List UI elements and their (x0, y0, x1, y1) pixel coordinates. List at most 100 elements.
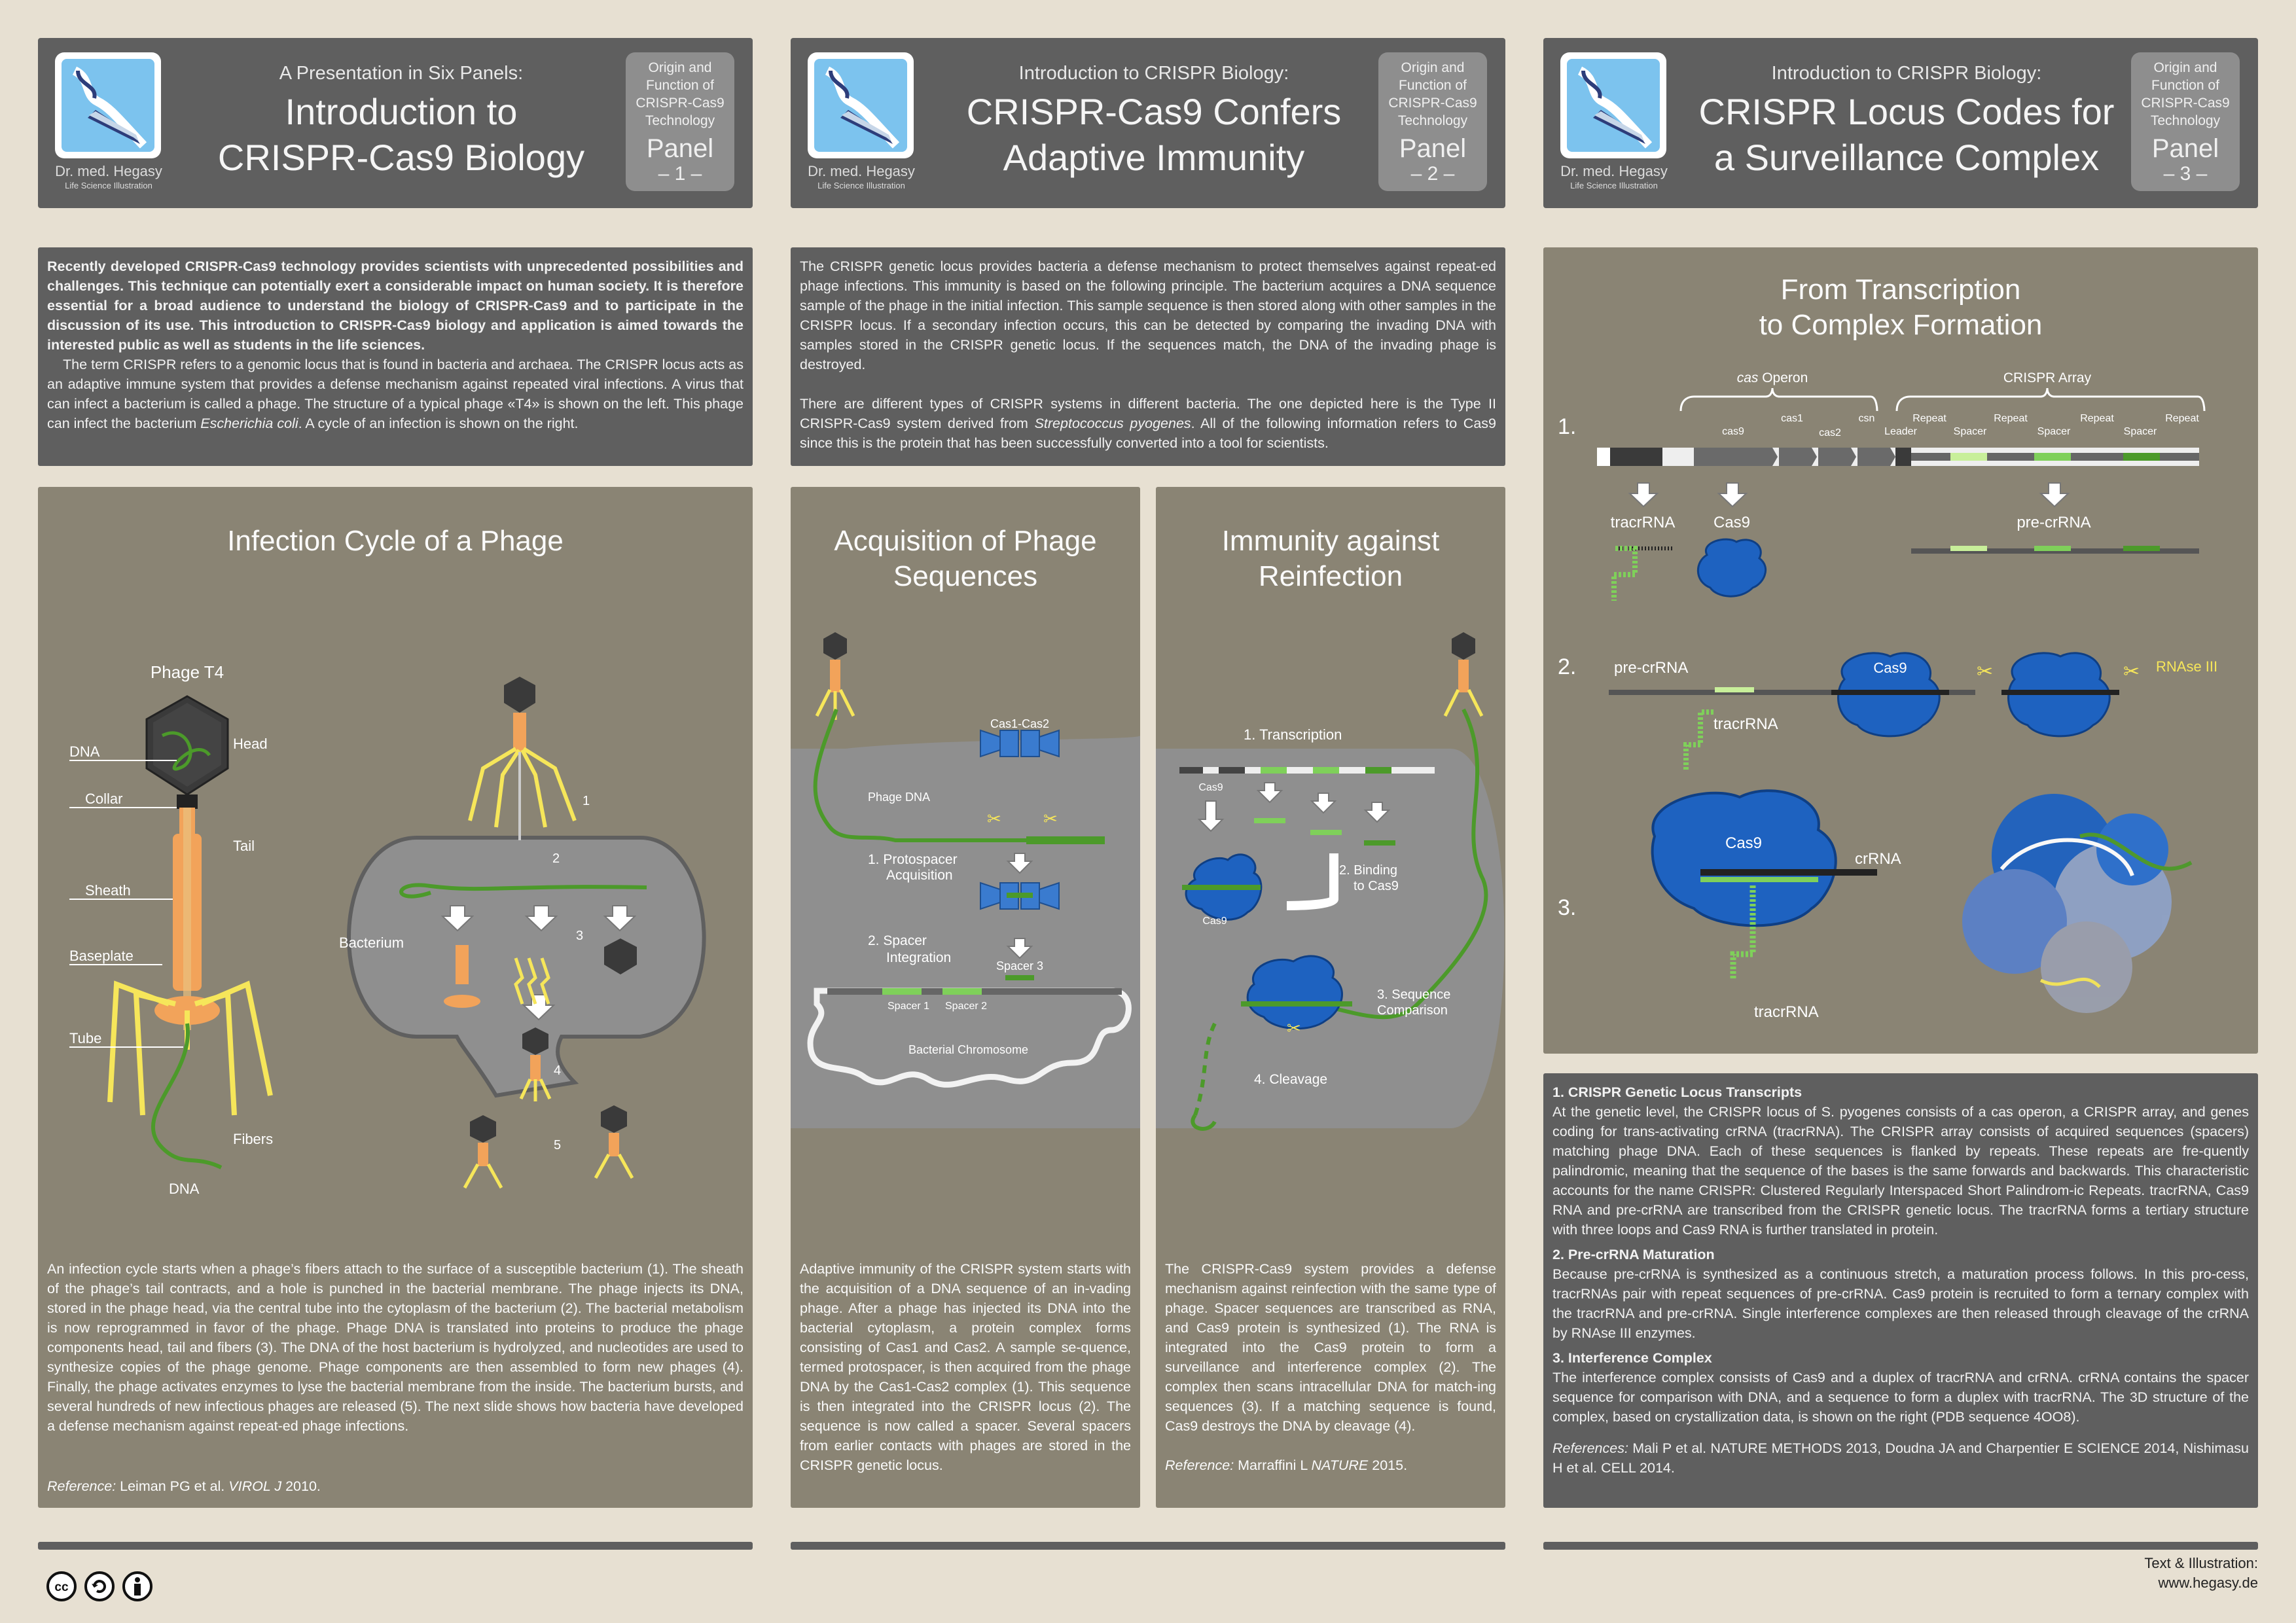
logo (55, 52, 161, 158)
svg-text:cas2: cas2 (1819, 427, 1841, 438)
panel-infection-cycle: Infection Cycle of a Phage Phage T4 DNA … (38, 487, 753, 1508)
svg-text:Integration: Integration (886, 950, 951, 965)
svg-text:Repeat: Repeat (2165, 413, 2199, 424)
svg-text:Cas9: Cas9 (1202, 916, 1227, 927)
logo (1560, 52, 1666, 158)
crispr-locus-diagram: 1. 2. 3. cas Operon CRISPR Array cas9 ca… (1558, 370, 2217, 1021)
svg-text:cas1: cas1 (1781, 413, 1803, 424)
svg-text:Cas9: Cas9 (1713, 514, 1750, 531)
author-name: Dr. med. Hegasy (55, 163, 162, 179)
panel-title: Infection Cycle of a Phage (227, 525, 564, 557)
svg-text:Spacer 2: Spacer 2 (945, 1001, 987, 1012)
svg-text:tracrRNA: tracrRNA (1611, 514, 1676, 531)
header-subtitle: A Presentation in Six Panels: (279, 63, 524, 84)
author-name: Dr. med. Hegasy (808, 163, 915, 179)
arrow-icons (440, 905, 637, 1021)
scissors-icon: ✂ (1977, 661, 1993, 683)
footer-credit: Text & Illustration:www.hegasy.de (2144, 1555, 2258, 1591)
svg-text:Phage DNA: Phage DNA (868, 791, 930, 804)
svg-text:cas9: cas9 (1722, 426, 1744, 437)
phage-collar (177, 794, 198, 809)
panel-reference: Reference: Marraffini L NATURE 2015. (1165, 1457, 1408, 1473)
svg-text:2. Binding: 2. Binding (1339, 863, 1397, 878)
svg-text:cc: cc (54, 1580, 69, 1594)
svg-text:Spacer: Spacer (2124, 426, 2157, 437)
svg-text:Cas1-Cas2: Cas1-Cas2 (990, 717, 1049, 730)
svg-text:Leader: Leader (1884, 426, 1917, 437)
phage-leader-lines (69, 760, 183, 1048)
header-panel-1: Dr. med. Hegasy Life Science Illustratio… (38, 38, 753, 208)
svg-text:3. Sequence: 3. Sequence (1377, 988, 1450, 1002)
svg-text:1. Protospacer: 1. Protospacer (868, 852, 958, 867)
svg-text:3: 3 (576, 929, 583, 943)
scissors-icon: ✂ (2123, 661, 2140, 683)
footer-band (38, 1542, 753, 1550)
label-cas-operon: cas Operon (1737, 370, 1808, 385)
svg-text:Acquisition: Acquisition (886, 868, 953, 883)
svg-text:csn: csn (1859, 413, 1875, 424)
label-baseplate: Baseplate (69, 948, 134, 964)
bacterium-cell (1156, 749, 1505, 1128)
svg-text:tracrRNA: tracrRNA (1754, 1003, 1819, 1021)
cas9-interference-complex-icon (1651, 789, 1837, 927)
label-tail: Tail (233, 838, 255, 854)
svg-text:Cas9: Cas9 (1725, 834, 1762, 852)
label-bacterium: Bacterium (339, 935, 404, 951)
svg-text:Repeat: Repeat (2080, 413, 2114, 424)
svg-text:pre-crRNA: pre-crRNA (1614, 659, 1688, 677)
label-sheath: Sheath (85, 882, 131, 899)
svg-text:Repeat: Repeat (1912, 413, 1946, 424)
intro-text-2: The CRISPR genetic locus provides bacter… (791, 247, 1505, 466)
immunity-diagram: 1. Transcription Cas9 2. Binding to Cas9… (1156, 632, 1505, 1131)
phage-title-label: Phage T4 (151, 662, 224, 682)
header-subtitle: Introduction to CRISPR Biology: (1018, 63, 1289, 84)
cas9-protein-icon (1696, 538, 1767, 597)
label-collar: Collar (85, 791, 122, 807)
svg-text:Cas9: Cas9 (1873, 660, 1907, 676)
label-crispr-array: CRISPR Array (2003, 370, 2092, 385)
svg-text:5: 5 (554, 1138, 561, 1152)
author-tagline: Life Science Illustration (1570, 181, 1658, 190)
acquisition-diagram: Cas1-Cas2 Phage DNA 1. Protospacer Acqui… (791, 632, 1140, 1128)
dna-pen-logo-icon (1577, 66, 1653, 149)
svg-text:Bacterial Chromosome: Bacterial Chromosome (908, 1043, 1028, 1056)
svg-text:Comparison: Comparison (1377, 1003, 1448, 1018)
footer-band (1543, 1542, 2258, 1550)
cas9-complex-icon (1246, 955, 1343, 1030)
intro-text-1: Recently developed CRISPR-Cas9 technolog… (38, 247, 753, 466)
label-dna-2: DNA (169, 1181, 200, 1197)
svg-text:to Cas9: to Cas9 (1354, 879, 1399, 893)
svg-text:Cas9: Cas9 (1198, 782, 1223, 793)
person-icon (122, 1571, 152, 1601)
author-tagline: Life Science Illustration (65, 181, 152, 190)
svg-text:1: 1 (583, 794, 590, 808)
svg-text:4. Cleavage: 4. Cleavage (1254, 1072, 1327, 1087)
scissors-icon: ✂ (1287, 1018, 1301, 1038)
bacterium-cell (347, 836, 706, 1098)
label-dna: DNA (69, 743, 100, 760)
label-rnase: RNAse III (2156, 658, 2217, 675)
panel-body-text: An infection cycle starts when a phage’s… (47, 1261, 744, 1434)
protein-3d-structure (1962, 794, 2193, 1013)
panel-reference: Reference: Leiman PG et al. VIROL J 2010… (47, 1478, 321, 1494)
phage-infection-diagram: Phage T4 DNA Head Collar Tail Sheath Bas… (69, 662, 706, 1197)
svg-text:2. Spacer: 2. Spacer (868, 933, 927, 948)
author-tagline: Life Science Illustration (817, 181, 905, 190)
panel-body-text: The CRISPR-Cas9 system provides a defens… (1165, 1261, 1496, 1434)
author-name: Dr. med. Hegasy (1560, 163, 1668, 179)
dna-pen-logo-icon (825, 66, 900, 149)
svg-text:1. Transcription: 1. Transcription (1244, 726, 1342, 743)
header-panel-3: Dr. med. Hegasy Life Science Illustratio… (1543, 38, 2258, 208)
